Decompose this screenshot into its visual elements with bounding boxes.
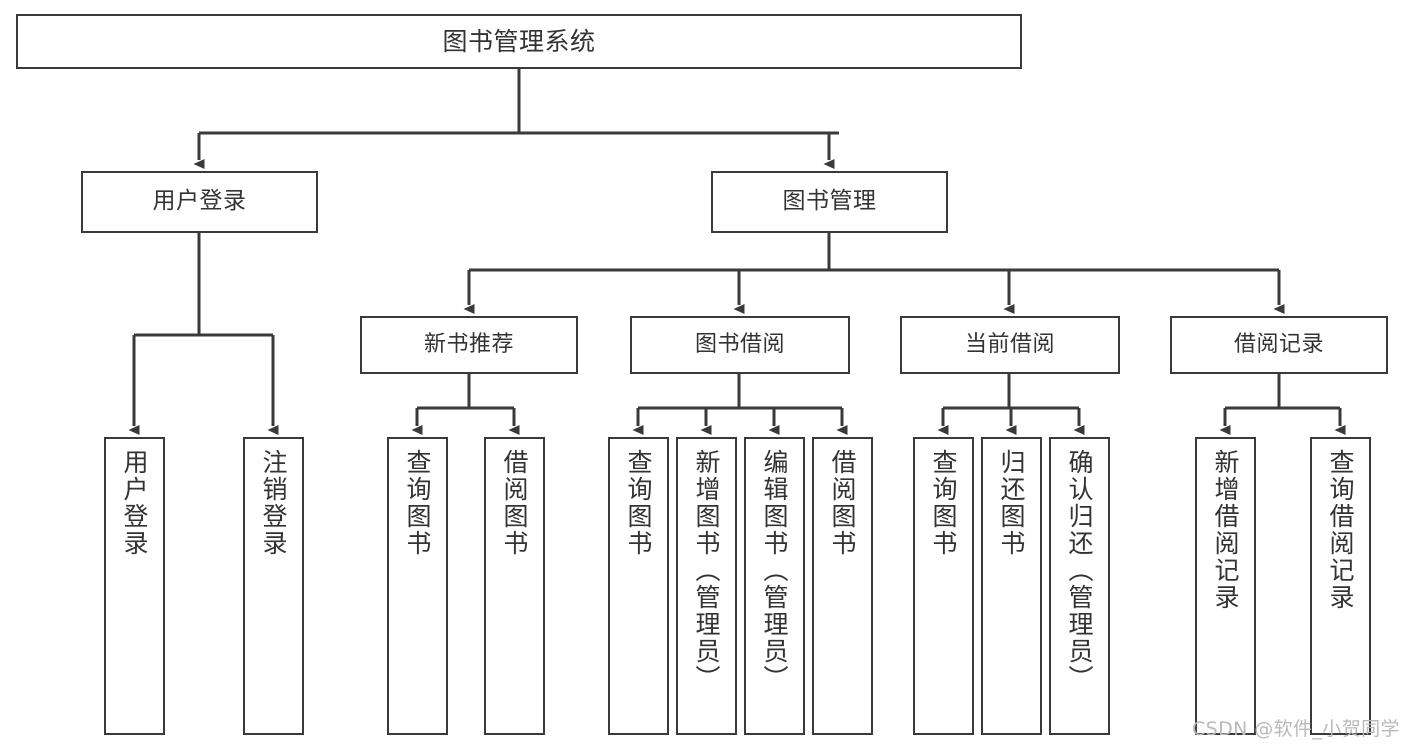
node-borrow-record-label: 借阅记录 — [1233, 331, 1324, 357]
node-leaf-label: 新增图书（管理员） — [692, 449, 721, 692]
node-user-login[interactable]: 用户登录 — [81, 171, 318, 233]
node-user-login-label: 用户登录 — [152, 188, 247, 215]
node-leaf-label: 注销登录 — [259, 449, 288, 557]
node-new-book-recommend[interactable]: 新书推荐 — [360, 316, 578, 374]
node-leaf-add-record[interactable]: 新增借阅记录 — [1195, 437, 1256, 735]
node-book-borrow-label: 图书借阅 — [694, 331, 785, 357]
csdn-watermark: CSDN @软件_小贺同学 — [1192, 718, 1400, 740]
node-leaf-label: 归还图书 — [997, 449, 1026, 557]
node-borrow-record[interactable]: 借阅记录 — [1170, 316, 1388, 374]
node-leaf-user-login[interactable]: 用户登录 — [104, 437, 165, 735]
node-root-label: 图书管理系统 — [442, 26, 596, 56]
node-book-borrow[interactable]: 图书借阅 — [630, 316, 850, 374]
node-leaf-label: 查询借阅记录 — [1326, 449, 1355, 611]
node-current-borrow[interactable]: 当前借阅 — [900, 316, 1120, 374]
node-book-manage[interactable]: 图书管理 — [711, 171, 948, 233]
node-leaf-label: 借阅图书 — [500, 449, 529, 557]
node-leaf-query-book-3[interactable]: 查询图书 — [913, 437, 974, 735]
node-leaf-query-book-1[interactable]: 查询图书 — [387, 437, 448, 735]
node-current-borrow-label: 当前借阅 — [964, 331, 1055, 357]
node-leaf-label: 新增借阅记录 — [1211, 449, 1240, 611]
node-leaf-label: 编辑图书（管理员） — [760, 449, 789, 692]
node-leaf-borrow-book-1[interactable]: 借阅图书 — [484, 437, 545, 735]
node-leaf-logout[interactable]: 注销登录 — [243, 437, 304, 735]
node-leaf-label: 查询图书 — [929, 449, 958, 557]
node-leaf-borrow-book-2[interactable]: 借阅图书 — [812, 437, 873, 735]
node-leaf-label: 借阅图书 — [828, 449, 857, 557]
node-leaf-label: 查询图书 — [624, 449, 653, 557]
node-root-system[interactable]: 图书管理系统 — [16, 14, 1022, 69]
node-leaf-confirm-return[interactable]: 确认归还（管理员） — [1049, 437, 1110, 735]
node-leaf-label: 用户登录 — [120, 449, 149, 557]
node-leaf-query-record[interactable]: 查询借阅记录 — [1310, 437, 1371, 735]
node-new-book-recommend-label: 新书推荐 — [423, 331, 514, 357]
node-leaf-query-book-2[interactable]: 查询图书 — [608, 437, 669, 735]
node-book-manage-label: 图书管理 — [782, 188, 877, 215]
node-leaf-edit-book[interactable]: 编辑图书（管理员） — [744, 437, 805, 735]
node-leaf-add-book[interactable]: 新增图书（管理员） — [676, 437, 737, 735]
node-leaf-label: 查询图书 — [403, 449, 432, 557]
node-leaf-label: 确认归还（管理员） — [1065, 449, 1094, 692]
node-leaf-return-book[interactable]: 归还图书 — [981, 437, 1042, 735]
